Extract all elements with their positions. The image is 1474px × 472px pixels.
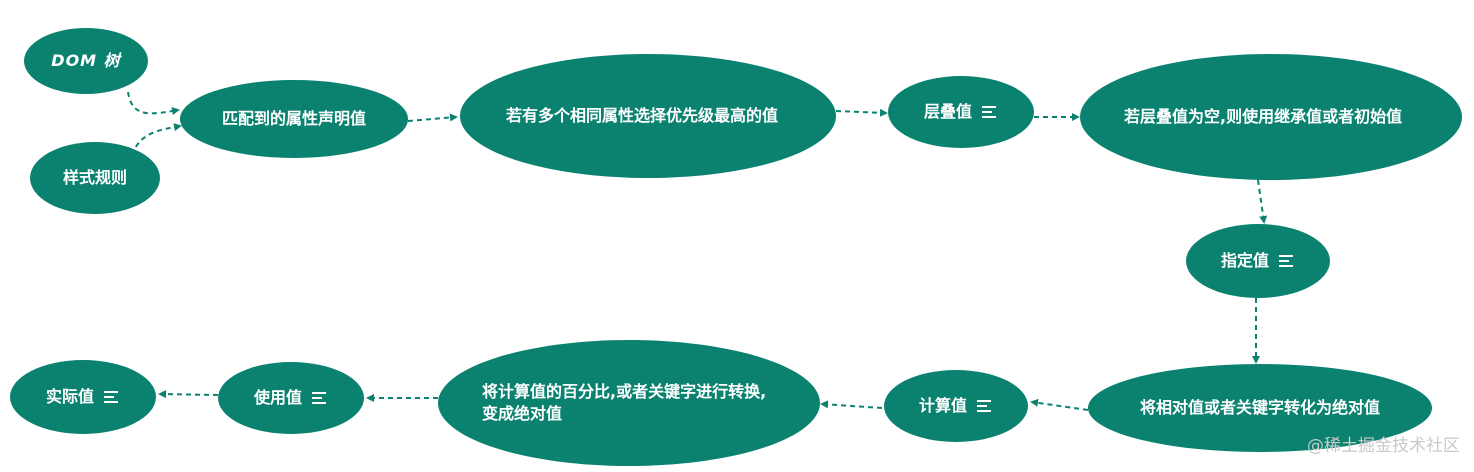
node-relative-to-absolute-label: 将相对值或者关键字转化为绝对值 [1139,398,1380,417]
node-dom-tree: DOM 树 [24,28,148,94]
node-used: 使用值 [218,362,364,434]
edge-used-to-actual [158,390,219,399]
watermark: @稀土掘金技术社区 [1307,436,1460,456]
node-matched-values-label: 匹配到的属性声明值 [221,109,366,128]
edge-priority-to-cascaded [835,108,888,117]
node-matched-values: 匹配到的属性声明值 [180,80,408,158]
node-highest-priority: 若有多个相同属性选择优先级最高的值 [460,54,836,178]
node-highest-priority-label: 若有多个相同属性选择优先级最高的值 [506,106,779,125]
notes-icon [104,388,120,406]
notes-icon [1279,252,1295,270]
node-style-rules: 样式规则 [30,142,160,214]
edge-matched-to-priority [407,113,458,122]
node-dom-tree-label: DOM 树 [51,51,121,70]
node-cascaded: 层叠值 [888,76,1034,148]
node-computed: 计算值 [884,370,1028,442]
edge-relative-to-computed [1030,398,1089,411]
node-computed-label: 计算值 [918,396,967,415]
node-relative-to-absolute: 将相对值或者关键字转化为绝对值 [1088,364,1432,452]
node-inherit-or-initial-label: 若层叠值为空,则使用继承值或者初始值 [1124,107,1403,126]
node-actual: 实际值 [10,360,156,434]
edge-inherit-to-specified [1257,179,1268,224]
node-inherit-or-initial: 若层叠值为空,则使用继承值或者初始值 [1080,54,1462,180]
node-used-label: 使用值 [253,388,302,407]
edge-dom-to-matched [127,91,180,115]
node-specified: 指定值 [1186,224,1330,298]
node-cascaded-label: 层叠值 [923,102,972,121]
node-style-rules-label: 样式规则 [62,168,127,187]
node-specified-label: 指定值 [1220,251,1269,270]
node-actual-label: 实际值 [45,387,94,406]
notes-icon [982,103,998,121]
edge-style-to-matched [131,123,182,156]
node-percent-keyword-label: 将计算值的百分比,或者关键字进行转换,变成绝对值 [482,382,767,423]
node-percent-keyword: 将计算值的百分比,或者关键字进行转换,变成绝对值 [438,340,820,466]
notes-icon [977,397,993,415]
notes-icon [312,389,328,407]
edge-computed-to-percent [820,400,883,409]
